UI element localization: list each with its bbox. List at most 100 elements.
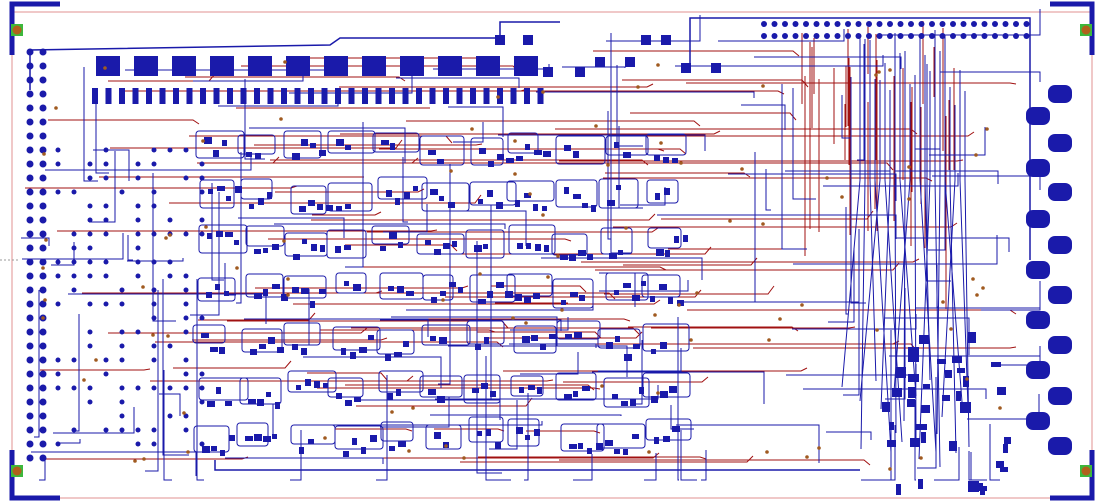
smd-pad (535, 244, 541, 251)
via (286, 293, 290, 297)
ic-pad (416, 88, 422, 104)
connector-pin (26, 90, 34, 98)
via (41, 316, 45, 320)
via-pad (167, 259, 173, 265)
component-loop (283, 275, 327, 299)
via-pad (87, 301, 93, 307)
ic-pad (308, 88, 314, 104)
smd-pad (319, 150, 326, 156)
top-trace (677, 317, 679, 481)
smd-pad (305, 379, 311, 386)
smd-pad (669, 386, 677, 393)
via-pad (183, 231, 189, 237)
via-pad (167, 273, 173, 279)
via-pad (135, 245, 141, 251)
smd-pad (217, 186, 225, 191)
header-pin (960, 33, 967, 39)
top-trace (236, 152, 242, 304)
header-pin (897, 33, 904, 39)
component-loop (470, 137, 504, 166)
edge-connector-pad (1048, 387, 1072, 405)
smd-pad (226, 196, 231, 201)
edge-connector-pad (1026, 412, 1050, 430)
top-trace (21, 237, 50, 246)
smd-pad (344, 245, 351, 250)
smd-pad (587, 254, 593, 260)
via-pad (135, 175, 141, 181)
top-trace (940, 71, 1041, 82)
top-trace (675, 55, 884, 67)
smd-pad (299, 206, 306, 212)
smd-pad (573, 194, 581, 199)
smd-pad (681, 63, 691, 73)
smd-pad (386, 190, 392, 197)
bottom-trace (406, 120, 701, 127)
via-pad (119, 287, 125, 293)
large-pad (286, 56, 310, 76)
connector-pin (26, 328, 34, 336)
smd-pad (216, 231, 223, 237)
header-pin (803, 33, 809, 39)
header-pin (950, 21, 956, 27)
smd-pad (403, 341, 409, 347)
connector-pin (39, 328, 47, 336)
smd-pad (272, 434, 277, 439)
via (204, 225, 208, 229)
via-pad (183, 315, 189, 321)
via-pad (87, 217, 93, 223)
component-loop (513, 325, 557, 354)
via-pad (151, 203, 157, 209)
component-loop (646, 179, 679, 204)
top-trace (376, 375, 388, 481)
connector-pin (39, 356, 47, 364)
connector-pin (39, 370, 47, 378)
header-pin (981, 33, 988, 39)
top-trace (934, 447, 960, 481)
via (600, 384, 604, 388)
header-pin (876, 21, 883, 27)
smd-pad (254, 249, 261, 254)
via-pad (87, 203, 93, 209)
smd-pad (525, 435, 530, 440)
via-pad (87, 175, 93, 181)
top-trace (618, 126, 643, 209)
smd-pad (969, 481, 978, 491)
header-pin (782, 33, 788, 39)
top-trace (728, 173, 897, 201)
via (478, 272, 482, 276)
smd-pad (263, 248, 268, 253)
top-trace (402, 157, 408, 223)
component-loop (335, 272, 367, 294)
smd-pad (574, 332, 582, 338)
smd-pad (439, 196, 444, 201)
component-loop (284, 232, 328, 257)
component-loop (555, 135, 606, 165)
via (141, 285, 145, 289)
via (411, 406, 415, 410)
header-pin (792, 21, 799, 27)
smd-pad (910, 438, 920, 447)
bottom-trace (312, 211, 382, 216)
smd-pad (320, 245, 325, 252)
bottom-trace (268, 238, 572, 242)
smd-pad (440, 291, 446, 296)
via-pad (103, 203, 109, 209)
bottom-trace (320, 329, 496, 333)
smd-pad (299, 447, 304, 454)
ic-pad (362, 88, 368, 104)
component-loop (647, 227, 682, 249)
connector-pin (26, 342, 34, 350)
via-pad (55, 301, 61, 307)
top-trace (781, 84, 807, 250)
smd-pad (319, 289, 326, 294)
top-trace (968, 451, 987, 481)
bottom-trace (307, 372, 388, 381)
smd-pad (341, 348, 346, 355)
smd-pad (609, 253, 617, 259)
top-trace (485, 356, 511, 481)
smd-pad (220, 450, 225, 456)
top-trace (754, 56, 902, 69)
bottom-trace (517, 148, 687, 155)
component-loop (555, 179, 598, 208)
via (133, 459, 137, 463)
